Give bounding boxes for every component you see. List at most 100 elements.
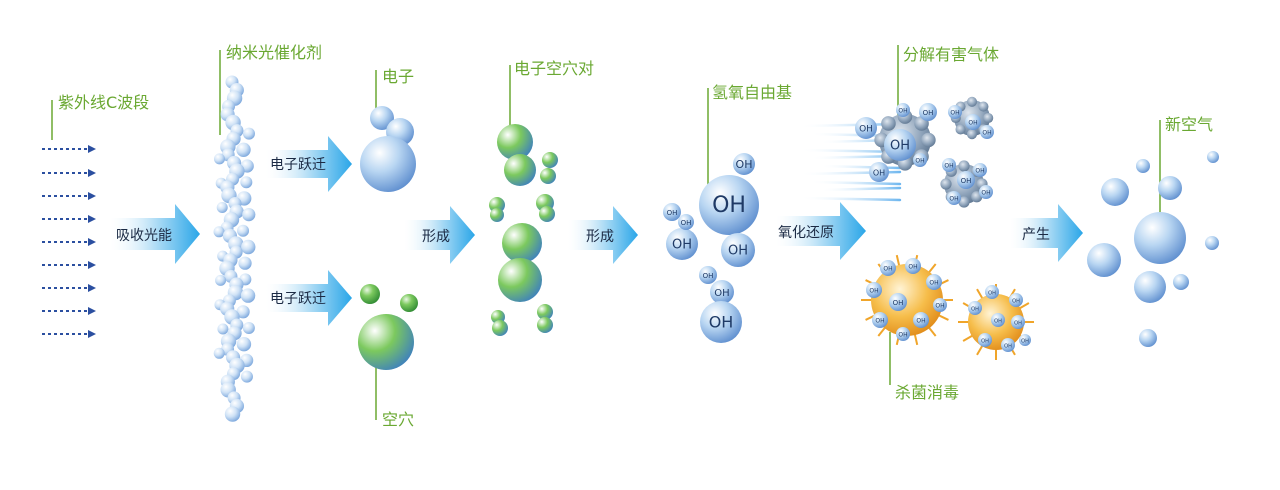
oh-radical: OH [700,301,742,343]
oh-radical-sphere [721,233,755,267]
oh-radical-sphere [965,114,981,130]
oh-radical: OH [980,125,994,139]
oh-radical-text: OH [950,110,959,117]
catalyst-sphere [238,256,252,270]
oh-radical-sphere [710,280,734,304]
oh-radical-sphere [913,312,929,328]
oh-radical-text: OH [994,319,1002,325]
uv-ray-arrow [42,192,96,200]
gas-molecule-lobe [966,129,978,140]
oh-radical-text: OH [975,168,984,175]
oh-radical: OH [948,105,962,119]
hole-label: 空穴 [382,410,414,429]
oh-radical-sphere [1011,315,1025,329]
oh-radical-text: OH [916,318,925,325]
arrow-redox-label: 氧化还原 [778,225,834,241]
oh-radical-sphere [913,153,927,167]
fresh-air-spheres [1087,151,1219,347]
electron-label: 电子 [382,67,414,86]
oh-radical-text: OH [714,288,729,299]
oh-radical-sphere [933,298,947,312]
arrow-absorb: 吸收光能 [110,204,200,264]
uv-ray-arrow [42,238,96,246]
oh-radical-sphere [872,312,888,328]
arrow-form-2-label: 形成 [586,229,614,245]
gas-molecule-lobe [966,96,978,107]
sterilize-label: 杀菌消毒 [895,383,959,402]
oh-radical-sphere [991,313,1005,327]
oh-radical-sphere [855,117,877,139]
uv-ray-arrow [42,169,96,177]
arrow-produce-label: 产生 [1022,227,1050,243]
fresh-air-sphere [1101,178,1129,206]
oh-radical-sphere [1001,338,1015,352]
oh-radical: OH [869,162,889,182]
uv-ray-arrow [42,261,96,269]
oh-radical-text: OH [971,307,979,313]
oh-radical-text: OH [672,238,692,253]
oh-radical: OH [905,258,921,274]
gas-molecule-lobe [940,178,952,190]
oh-radical: OH [947,191,961,205]
oh-radical-text: OH [1014,321,1022,327]
oh-radical-sphere [733,153,755,175]
electron-hole-pair-sphere [502,223,542,263]
oh-radical-text: OH [1021,339,1029,345]
gas-molecule-lobe [958,196,970,208]
oh-radical-text: OH [981,339,989,345]
oh-radical-text: OH [667,209,678,217]
oh-radical: OH [957,171,975,189]
catalyst-sphere [236,142,251,157]
fresh-air-sphere [1136,159,1150,173]
electron-hole-pair-sphere [539,206,555,222]
arrow-transition-top: 电子跃迁 [266,136,352,192]
fresh-air-sphere [1207,151,1219,163]
arrow-redox: 氧化还原 [776,202,866,260]
gas-molecule-lobe [881,116,896,131]
oh-radical-text: OH [988,291,996,297]
oh-radical: OH [710,280,734,304]
arrow-produce: 产生 [1010,204,1083,262]
uv-ray-arrow [42,284,96,292]
oh-radical-text: OH [898,332,907,339]
uv-ray-arrow [42,330,96,338]
electron-hole-pair-sphere [537,304,553,320]
oh-radical: OH [991,313,1005,327]
oh-radical-sphere [866,282,882,298]
oh-radical: OH [1009,293,1023,307]
oh-radical: OH [884,129,916,161]
gas-molecule-lobe [921,132,936,148]
catalyst-sphere [236,337,252,352]
electron-hole-pair-sphere [490,208,504,222]
oh-radical-text: OH [949,196,958,203]
catalyst-sphere [213,226,225,238]
oh-radical: OH [678,214,694,230]
electron-hole-pairs [489,124,558,336]
oh-radical-sphere [948,105,962,119]
oh-radical-text: OH [736,158,753,171]
oh-radical-sphere [869,162,889,182]
oh-radical: OH [926,274,942,290]
oh-radical-text: OH [982,130,991,137]
catalyst-sphere [241,239,256,255]
oh-radical: OH [1019,334,1031,346]
oh-radical-text: OH [681,219,692,227]
fresh-air-sphere [1087,243,1121,277]
hole-small-sphere [360,284,380,304]
electron-hole-pair-sphere [498,258,542,302]
fresh-air-sphere [1205,236,1219,250]
oh-radical: OH [973,163,987,177]
catalyst-sphere [213,347,225,359]
oh-radical: OH [1011,315,1025,329]
oh-radical-sphere [896,103,910,117]
oh-radical: OH [666,228,698,260]
oh-radical-sphere [978,333,992,347]
oh-radical: OH [919,103,937,121]
oh-radical-text: OH [923,109,934,117]
oh-radical-sphere [884,129,916,161]
fresh-air-label: 新空气 [1165,115,1213,134]
catalyst-sphere [242,127,255,140]
oh-radical-sphere [666,228,698,260]
